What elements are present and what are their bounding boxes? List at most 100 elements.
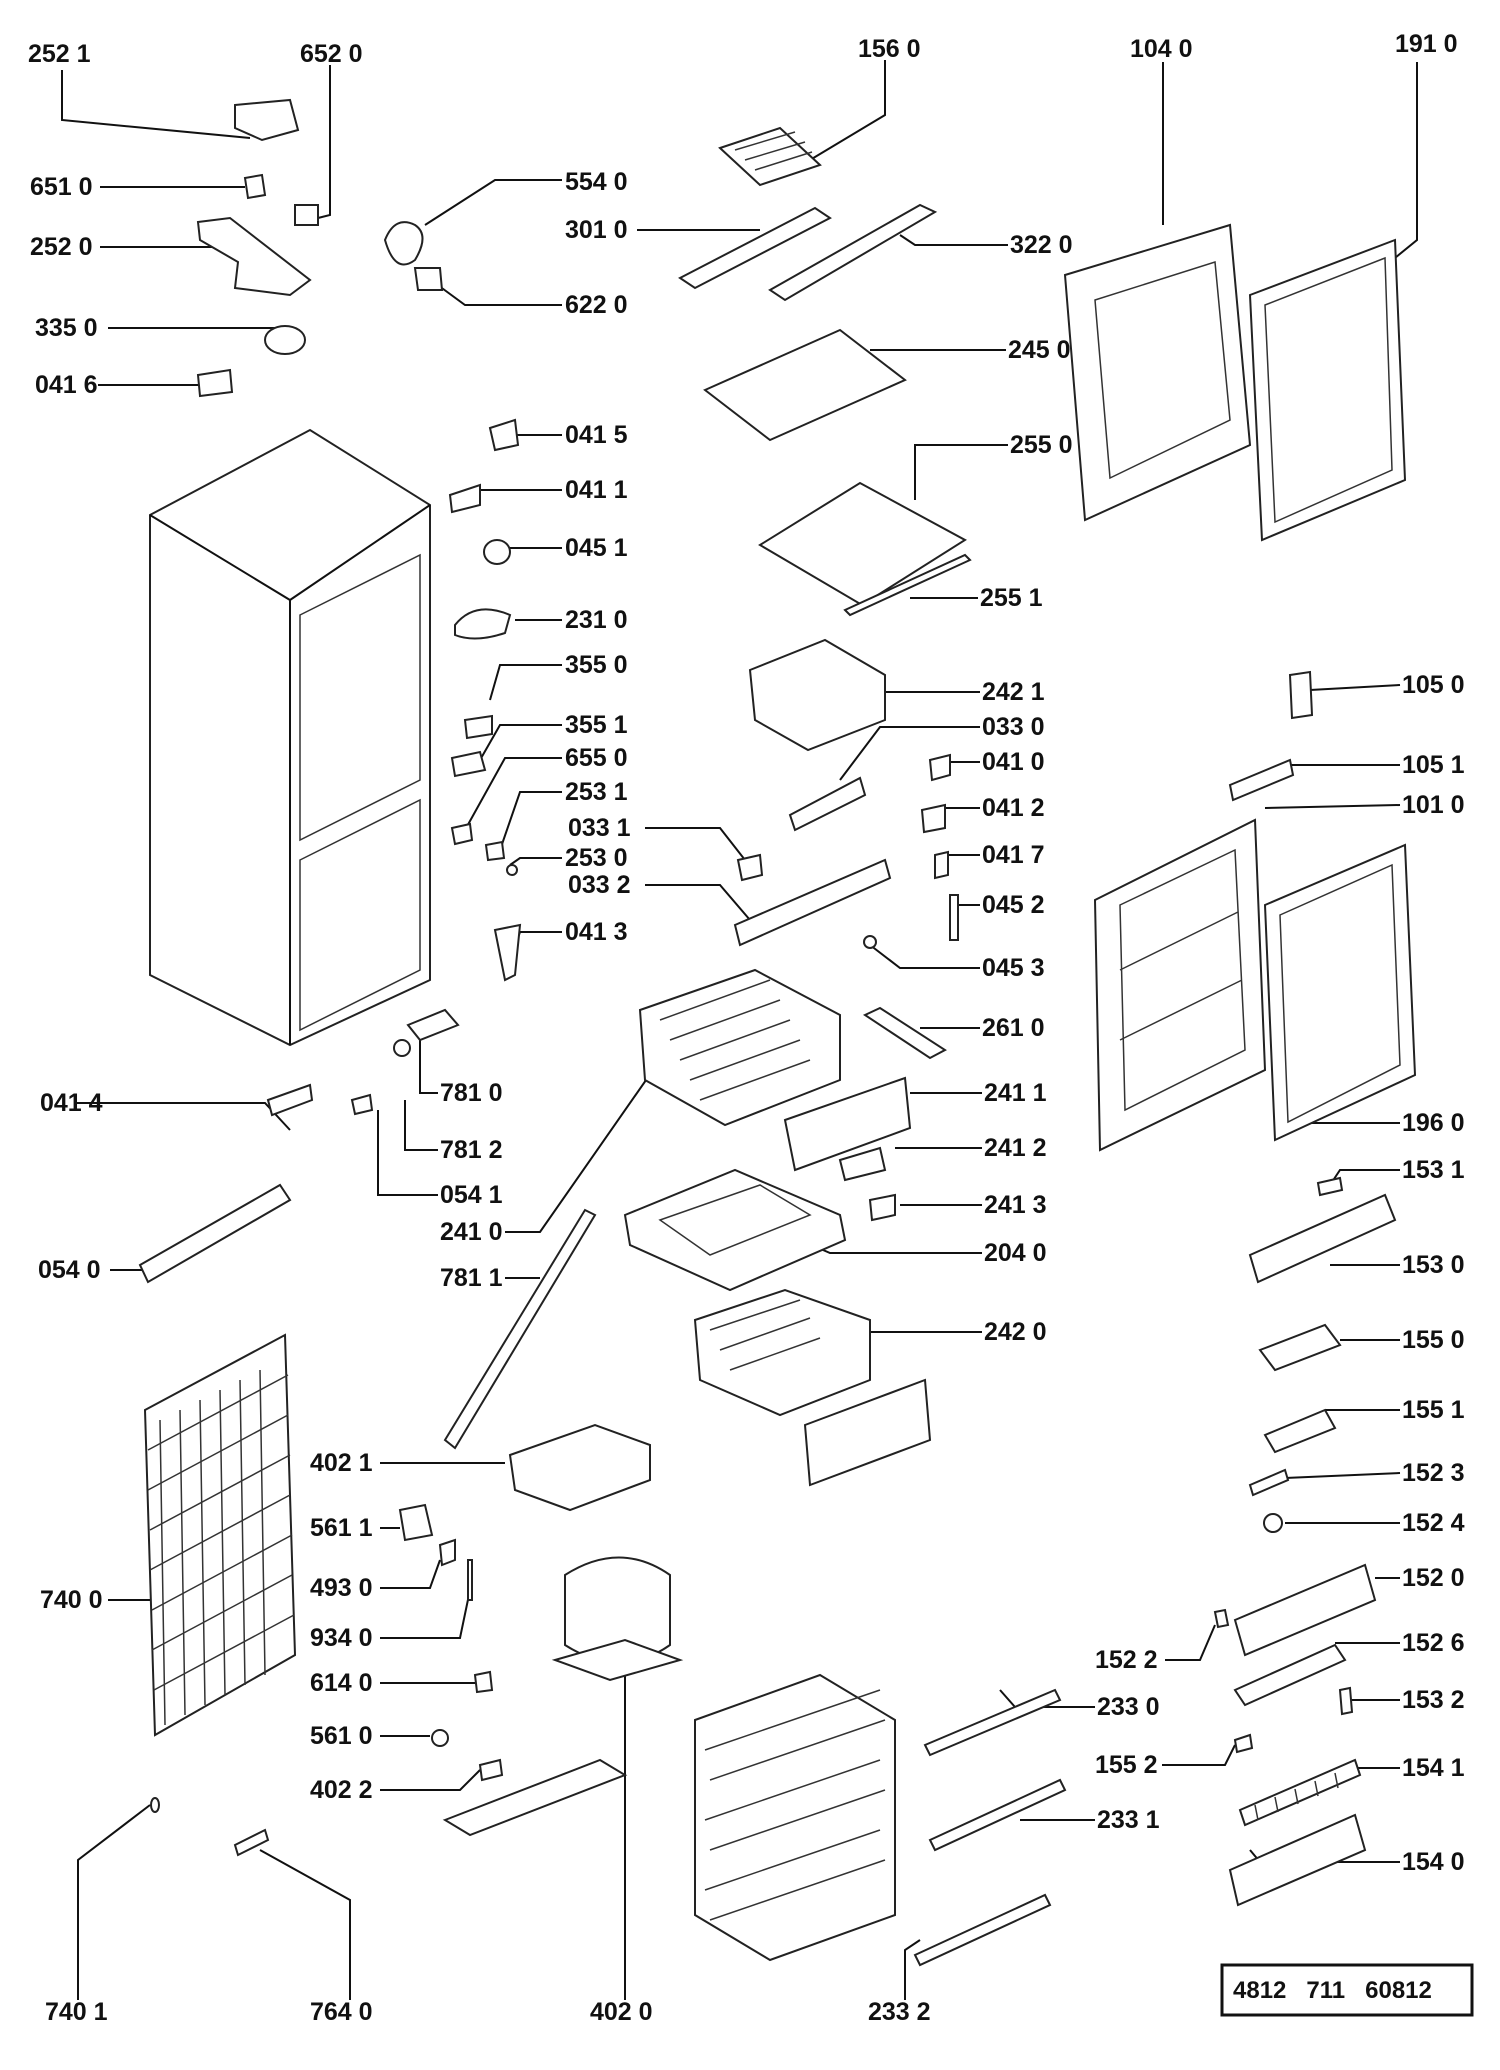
part-155-1: [1263, 1408, 1337, 1454]
part-204-0: [623, 1168, 847, 1292]
part-033-0: [788, 776, 867, 832]
label-242-1: 242 1: [982, 678, 1045, 706]
label-781-0: 781 0: [440, 1079, 503, 1107]
part-152-3: [1248, 1468, 1290, 1497]
leader-554-0: [424, 179, 562, 226]
part-054-1: [350, 1093, 374, 1116]
label-033-2: 033 2: [568, 871, 631, 899]
label-781-2: 781 2: [440, 1136, 503, 1164]
label-561-1: 561 1: [310, 1514, 373, 1542]
part-compressor-bracket: [442, 1758, 628, 1837]
leader-253-0: [509, 857, 562, 866]
label-101-0: 101 0: [1402, 791, 1465, 819]
label-204-0: 204 0: [984, 1239, 1047, 1267]
label-041-6: 041 6: [35, 371, 98, 399]
leader-152-3: [1284, 1472, 1401, 1479]
label-253-1: 253 1: [565, 778, 628, 806]
label-054-1: 054 1: [440, 1181, 503, 1209]
part-242-0-front: [803, 1378, 932, 1487]
leader-781-0: [419, 1040, 438, 1094]
part-740-1: [150, 1797, 160, 1813]
label-041-0: 041 0: [982, 748, 1045, 776]
leader-101-0: [1264, 804, 1401, 809]
leader-156-0: [809, 60, 886, 161]
label-934-0: 934 0: [310, 1624, 373, 1652]
label-740-0: 740 0: [40, 1586, 103, 1614]
label-041-2: 041 2: [982, 794, 1045, 822]
part-191-0: [1248, 238, 1407, 542]
part-045-2: [949, 894, 959, 941]
label-322-0: 322 0: [1010, 231, 1073, 259]
label-033-1: 033 1: [568, 814, 631, 842]
label-155-1: 155 1: [1402, 1396, 1465, 1424]
part-252-1: [234, 98, 300, 142]
part-561-0: [431, 1729, 449, 1747]
label-152-6: 152 6: [1402, 1629, 1465, 1657]
part-041-5: [488, 418, 520, 452]
label-233-0: 233 0: [1097, 1693, 1160, 1721]
label-252-1: 252 1: [28, 40, 91, 68]
part-155-2: [1233, 1733, 1254, 1754]
leader-355-0: [489, 664, 562, 701]
label-041-7: 041 7: [982, 841, 1045, 869]
part-154-1: [1238, 1758, 1362, 1827]
leader-152-2: [1165, 1624, 1216, 1661]
label-402-1: 402 1: [310, 1449, 373, 1477]
leader-655-0: [464, 757, 562, 831]
leader-252-1: [61, 70, 251, 139]
leader-934-0: [380, 1589, 471, 1639]
part-155-0: [1258, 1323, 1342, 1372]
part-355-1: [450, 750, 487, 778]
part-233-2: [913, 1893, 1052, 1967]
part-041-4: [266, 1083, 314, 1117]
part-493-0: [438, 1538, 456, 1567]
part-196-0: [1263, 843, 1417, 1142]
leader-191-0: [1389, 62, 1418, 263]
label-153-0: 153 0: [1402, 1251, 1465, 1279]
part-781-2: [393, 1039, 411, 1057]
label-652-0: 652 0: [300, 40, 363, 68]
part-402-2: [478, 1758, 504, 1782]
leader-105-0: [1309, 684, 1401, 691]
leader-781-2: [404, 1100, 438, 1151]
part-041-0: [928, 753, 951, 782]
part-261-0: [862, 1006, 947, 1060]
label-155-2: 155 2: [1095, 1751, 1158, 1779]
part-781-0: [406, 1008, 460, 1042]
part-045-3: [863, 935, 877, 949]
label-045-1: 045 1: [565, 534, 628, 562]
part-934-0: [467, 1559, 473, 1601]
label-155-0: 155 0: [1402, 1326, 1465, 1354]
part-651-0: [243, 173, 267, 200]
leader-402-0: [614, 1649, 626, 2000]
part-242-0: [693, 1288, 871, 1417]
label-252-0: 252 0: [30, 233, 93, 261]
part-cabinet-freezer-compartment: [299, 553, 421, 842]
part-154-0: [1228, 1813, 1367, 1907]
part-233-1: [928, 1778, 1067, 1852]
part-045-1: [483, 539, 511, 565]
label-335-0: 335 0: [35, 314, 98, 342]
label-105-0: 105 0: [1402, 671, 1465, 699]
reference-box: 4812 711 60812: [1220, 1963, 1474, 2017]
label-355-0: 355 0: [565, 651, 628, 679]
label-554-0: 554 0: [565, 168, 628, 196]
part-156-0: [718, 126, 822, 187]
label-402-0: 402 0: [590, 1998, 653, 2026]
part-152-0: [1233, 1563, 1377, 1657]
label-105-1: 105 1: [1402, 751, 1465, 779]
label-614-0: 614 0: [310, 1669, 373, 1697]
label-045-3: 045 3: [982, 954, 1045, 982]
part-614-0: [473, 1670, 494, 1694]
part-033-1: [736, 853, 764, 882]
leader-033-0: [839, 726, 980, 781]
part-evaporator-shelves: [694, 1673, 896, 1962]
leader-253-1: [499, 791, 562, 851]
leader-402-2: [380, 1769, 481, 1791]
part-153-2: [1338, 1686, 1354, 1716]
part-labels: 252 1 652 0 156 0 104 0 191 0 651 0 554 …: [28, 30, 1465, 2026]
leader-622-0: [434, 282, 562, 306]
part-241-1: [783, 1076, 912, 1172]
part-242-1: [748, 638, 886, 752]
